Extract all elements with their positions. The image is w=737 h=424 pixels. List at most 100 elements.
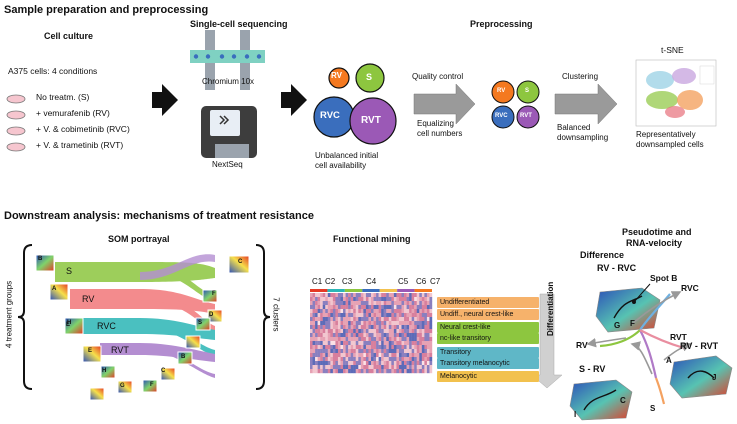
balanced-label-rvc: RVC xyxy=(495,113,508,119)
som-letter-2: A xyxy=(52,286,57,292)
equalizing-label-1: cell numbers xyxy=(417,129,463,138)
state-label-3: nc-like transitory xyxy=(437,333,539,344)
branch-label-3: S xyxy=(650,404,656,413)
clusters-brace xyxy=(255,244,271,390)
group-circles-unbalanced xyxy=(313,63,397,145)
tsne-scatter-plot xyxy=(635,59,717,127)
panel-label-rv-rvc: RV - RVC xyxy=(597,263,637,273)
treatment-groups-label: 4 treatment groups xyxy=(4,280,14,348)
clustering-label: Clustering xyxy=(562,72,599,81)
branch-label-0: RVC xyxy=(681,283,699,293)
downsampling-label-0: Balanced xyxy=(557,123,591,132)
tsne-heading: t-SNE xyxy=(661,45,684,55)
branch-label-5: G xyxy=(614,321,621,330)
som-letter-0: B xyxy=(38,256,43,262)
pseudotime-surfaces xyxy=(569,287,733,421)
functional-heading: Functional mining xyxy=(333,234,411,244)
nextseq-label: NextSeq xyxy=(212,160,243,169)
cluster-label-c4: C4 xyxy=(366,277,377,286)
som-letter-6: H xyxy=(67,320,72,326)
som-letter-13: F xyxy=(150,382,154,388)
condition-label-rvc: + V. & cobimetinib (RVC) xyxy=(36,124,130,134)
cluster-label-c2: C2 xyxy=(325,277,336,286)
sequencing-heading: Single-cell sequencing xyxy=(190,19,288,29)
difference-heading: Difference xyxy=(580,250,625,260)
sankey-flows xyxy=(55,254,215,378)
panel-label-s-rv: S - RV xyxy=(579,364,606,374)
cluster-label-c6: C6 xyxy=(416,277,427,286)
state-label-4: Transitory xyxy=(437,347,539,358)
petri-dish-icons xyxy=(6,94,26,152)
functional-heatmap xyxy=(310,289,433,374)
group-circles-balanced xyxy=(491,80,540,129)
state-label-5: Transitory melanocytic xyxy=(437,358,539,369)
unbalanced-caption-1: cell availability xyxy=(315,161,367,170)
condition-label-s: No treatm. (S) xyxy=(36,92,90,102)
downsampling-label-1: downsampling xyxy=(557,133,609,142)
balanced-label-rvt: RVT xyxy=(520,113,532,119)
process-arrow-icons xyxy=(413,83,618,125)
som-letter-10: B xyxy=(181,354,186,360)
som-letter-8: E xyxy=(88,348,93,354)
som-heading: SOM portrayal xyxy=(108,234,170,244)
circle-label-rv: RV xyxy=(331,71,342,80)
chromium-chip-icon xyxy=(190,30,265,90)
branch-label-1: RVT xyxy=(670,332,687,342)
branch-label-6: F xyxy=(630,319,635,328)
tsne-caption-0: Representatively xyxy=(636,130,696,139)
som-band-label-rvt: RVT xyxy=(111,345,129,355)
som-band-label-rvc: RVC xyxy=(97,321,116,331)
state-label-0: Undifferentiated xyxy=(437,297,539,308)
spot-b-marker xyxy=(632,283,651,304)
pseudotime-heading-0: Pseudotime and xyxy=(622,227,692,237)
spot-b-label: Spot B xyxy=(650,273,678,283)
section-title-bottom: Downstream analysis: mechanisms of treat… xyxy=(4,210,314,222)
branch-label-9: I xyxy=(574,410,577,419)
state-label-2: Neural crest-like xyxy=(437,322,539,333)
som-letter-12: H xyxy=(102,368,107,374)
som-band-label-rv: RV xyxy=(82,294,95,304)
som-letter-9: S xyxy=(198,320,203,326)
som-letter-11: G xyxy=(120,383,125,389)
clusters-label: 7 clusters xyxy=(271,297,281,332)
branch-label-8: J xyxy=(712,373,717,382)
state-label-6: Melanocytic xyxy=(437,371,539,382)
panel-label-rv-rvt: RV - RVT xyxy=(680,341,719,351)
cluster-label-c5: C5 xyxy=(398,277,409,286)
circle-label-rvt: RVT xyxy=(361,115,381,126)
branch-label-4: A xyxy=(666,356,672,365)
branch-label-7: C xyxy=(620,396,626,405)
som-letter-7: C xyxy=(161,368,166,374)
som-letter-1: C xyxy=(238,259,243,265)
som-band-label-s: S xyxy=(66,266,73,276)
section-title-top: Sample preparation and preprocessing xyxy=(4,4,209,16)
cluster-label-c1: C1 xyxy=(312,277,323,286)
balanced-label-s: S xyxy=(525,88,530,94)
unbalanced-caption-0: Unbalanced initial xyxy=(315,151,379,160)
branch-label-2: RV xyxy=(576,340,588,350)
trajectory-tree xyxy=(599,293,685,405)
condition-label-rv: + vemurafenib (RV) xyxy=(36,108,110,118)
circle-label-rvc: RVC xyxy=(320,110,340,121)
chromium-label: Chromium 10x xyxy=(202,77,255,86)
balanced-label-rv: RV xyxy=(497,88,506,94)
differentiation-label: Differentiation xyxy=(546,281,555,336)
tsne-caption-1: downsampled cells xyxy=(636,140,704,149)
cell-culture-line-0: A375 cells: 4 conditions xyxy=(8,66,98,76)
flow-arrow-icons xyxy=(152,84,307,116)
som-thumbnails xyxy=(35,254,250,401)
circle-label-s: S xyxy=(366,72,373,82)
equalizing-label-0: Equalizing xyxy=(417,119,454,128)
som-letter-4: F xyxy=(212,291,216,297)
velocity-arrows xyxy=(586,291,692,375)
treatment-groups-brace xyxy=(17,244,33,390)
cell-culture-heading: Cell culture xyxy=(44,31,94,41)
state-label-1: Undiff., neural crest-like xyxy=(437,309,539,320)
som-letter-5: D xyxy=(209,312,214,318)
pseudotime-heading-1: RNA-velocity xyxy=(626,238,683,248)
quality-control-label: Quality control xyxy=(412,72,464,81)
condition-label-rvt: + V. & trametinib (RVT) xyxy=(36,140,124,150)
som-letter-3: E xyxy=(66,322,71,328)
preprocessing-heading: Preprocessing xyxy=(470,19,533,29)
